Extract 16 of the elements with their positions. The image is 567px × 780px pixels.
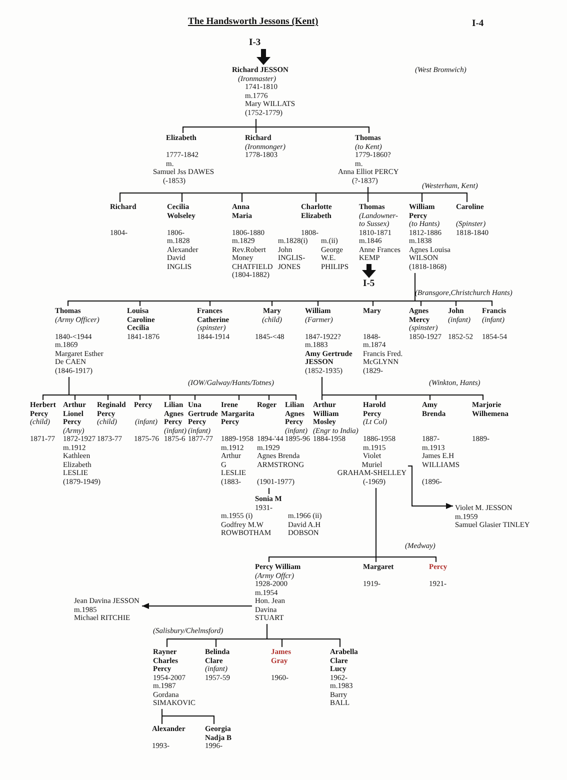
family-tree-line xyxy=(414,272,492,306)
family-tree-line xyxy=(268,488,270,494)
diagram-title: The Handsworth Jessons (Kent) xyxy=(188,18,318,26)
page-reference: I-3 xyxy=(249,38,261,48)
page-number: I-4 xyxy=(472,20,484,28)
family-tree-line xyxy=(162,708,214,724)
family-tree-line xyxy=(266,624,340,648)
family-tree-line xyxy=(256,118,370,134)
block-arrow xyxy=(256,49,270,65)
page-reference: I-5 xyxy=(363,279,375,289)
family-tree-line xyxy=(376,488,436,562)
family-tree-line xyxy=(368,186,468,202)
family-tree-line xyxy=(322,376,484,400)
block-arrow xyxy=(362,264,376,278)
arrow xyxy=(142,603,252,609)
arrow xyxy=(408,466,454,509)
